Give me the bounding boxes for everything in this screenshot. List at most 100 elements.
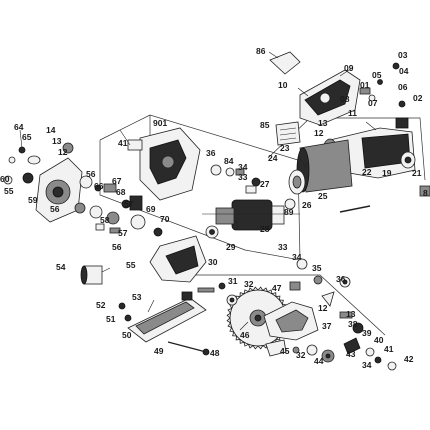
callout-34-bottom: 34	[292, 252, 302, 262]
callout-64: 64	[14, 122, 24, 132]
callout-34-lower: 34	[362, 360, 372, 370]
assembly-frame-lower	[190, 274, 386, 336]
callout-labels: 86 03 09 05 04 01 10 06 08 07 02 85 11 1…	[0, 46, 428, 370]
callout-70: 70	[160, 214, 170, 224]
callout-19: 19	[382, 168, 392, 178]
callout-33-bottom: 33	[278, 242, 288, 252]
small-parts-center-top	[210, 164, 261, 194]
fan-ring	[288, 169, 306, 195]
callout-60: 60	[0, 174, 10, 184]
blade-tooth	[261, 287, 269, 293]
assembly-frame-center	[99, 114, 301, 261]
callout-47: 47	[272, 283, 282, 293]
callout-36-bottom: 36	[336, 274, 346, 284]
callout-28: 28	[260, 224, 270, 234]
callout-67: 67	[112, 176, 122, 186]
callout-85: 85	[260, 120, 270, 130]
carbon-brush-cylinder	[80, 265, 103, 285]
gear-assembly	[127, 127, 201, 201]
callout-38: 38	[348, 319, 358, 329]
long-shaft	[339, 205, 371, 213]
callout-09: 09	[344, 63, 354, 73]
depth-lever	[197, 282, 226, 293]
callout-56-left: 56	[86, 169, 96, 179]
callout-35: 35	[312, 263, 322, 273]
callout-49: 49	[154, 346, 164, 356]
callout-53: 53	[132, 292, 142, 302]
blade-tooth	[226, 317, 231, 324]
callout-32-top: 32	[244, 279, 254, 289]
callout-37: 37	[322, 321, 332, 331]
callout-40: 40	[374, 335, 384, 345]
callout-41-bottom: 41	[384, 344, 394, 354]
callout-27: 27	[260, 179, 270, 189]
riving-knife-parts	[289, 258, 335, 307]
blade-tooth	[257, 345, 264, 350]
blade-tooth	[271, 292, 277, 298]
callout-08: 08	[340, 94, 350, 104]
base-plate	[127, 291, 207, 343]
blade-tooth	[226, 312, 231, 319]
switch-trigger	[269, 51, 301, 75]
callout-12-left: 12	[58, 147, 68, 157]
callout-43: 43	[346, 349, 356, 359]
callout-56-bottom: 56	[112, 242, 122, 252]
callout-56-mid: 56	[50, 204, 60, 214]
callout-12-bottom: 12	[318, 303, 328, 313]
callout-01: 01	[360, 80, 370, 90]
callout-04: 04	[399, 66, 409, 76]
callout-84: 84	[224, 156, 234, 166]
armature	[202, 199, 300, 231]
callout-26: 26	[302, 200, 312, 210]
callout-42: 42	[404, 354, 414, 364]
callout-8: 8	[423, 188, 428, 198]
callout-10: 10	[278, 80, 288, 90]
blade-tooth	[247, 343, 255, 349]
gear-train-left	[74, 175, 163, 237]
blade-tooth	[239, 292, 245, 298]
blade-tooth	[227, 321, 233, 329]
blade-tooth	[252, 345, 259, 350]
blade-tooth	[275, 295, 281, 301]
adjustment-knob-right	[339, 276, 351, 288]
blade-tooth	[278, 299, 284, 305]
callout-57-top: 57	[124, 199, 134, 209]
callout-29: 29	[226, 242, 236, 252]
lower-right-small-parts	[339, 311, 397, 371]
base-screws	[118, 302, 210, 356]
callout-02: 02	[413, 93, 423, 103]
callout-58: 58	[100, 215, 110, 225]
callout-13-top: 13	[318, 118, 328, 128]
callout-05: 05	[372, 70, 382, 80]
blade-tooth	[243, 341, 250, 347]
callout-69: 69	[146, 204, 156, 214]
callout-11: 11	[348, 108, 357, 118]
handle-housing	[299, 69, 361, 126]
callout-21: 21	[412, 168, 422, 178]
callout-36-top: 36	[206, 148, 216, 158]
callout-59: 59	[28, 195, 38, 205]
blade-tooth	[257, 286, 264, 291]
callout-55-left: 55	[4, 186, 14, 196]
label-plate	[275, 121, 301, 146]
callout-12-top: 12	[314, 128, 324, 138]
callout-901: 901	[153, 118, 167, 128]
callout-41-top: 41	[118, 138, 128, 148]
spindle-parts	[265, 339, 335, 363]
armature-bearings	[205, 198, 296, 239]
callout-14-left: 14	[46, 125, 56, 135]
callout-32-bottom: 32	[296, 350, 306, 360]
callout-03: 03	[398, 50, 408, 60]
callout-66: 66	[94, 181, 104, 191]
callout-30: 30	[208, 257, 218, 267]
callout-89: 89	[284, 207, 294, 217]
callout-06: 06	[398, 82, 408, 92]
callout-65: 65	[22, 132, 32, 142]
callout-39: 39	[362, 328, 372, 338]
callout-57-bottom: 57	[118, 228, 128, 238]
callout-31: 31	[228, 276, 238, 286]
callout-55-bottom: 55	[126, 260, 136, 270]
blade-tooth	[229, 326, 235, 333]
callout-50: 50	[122, 330, 132, 340]
